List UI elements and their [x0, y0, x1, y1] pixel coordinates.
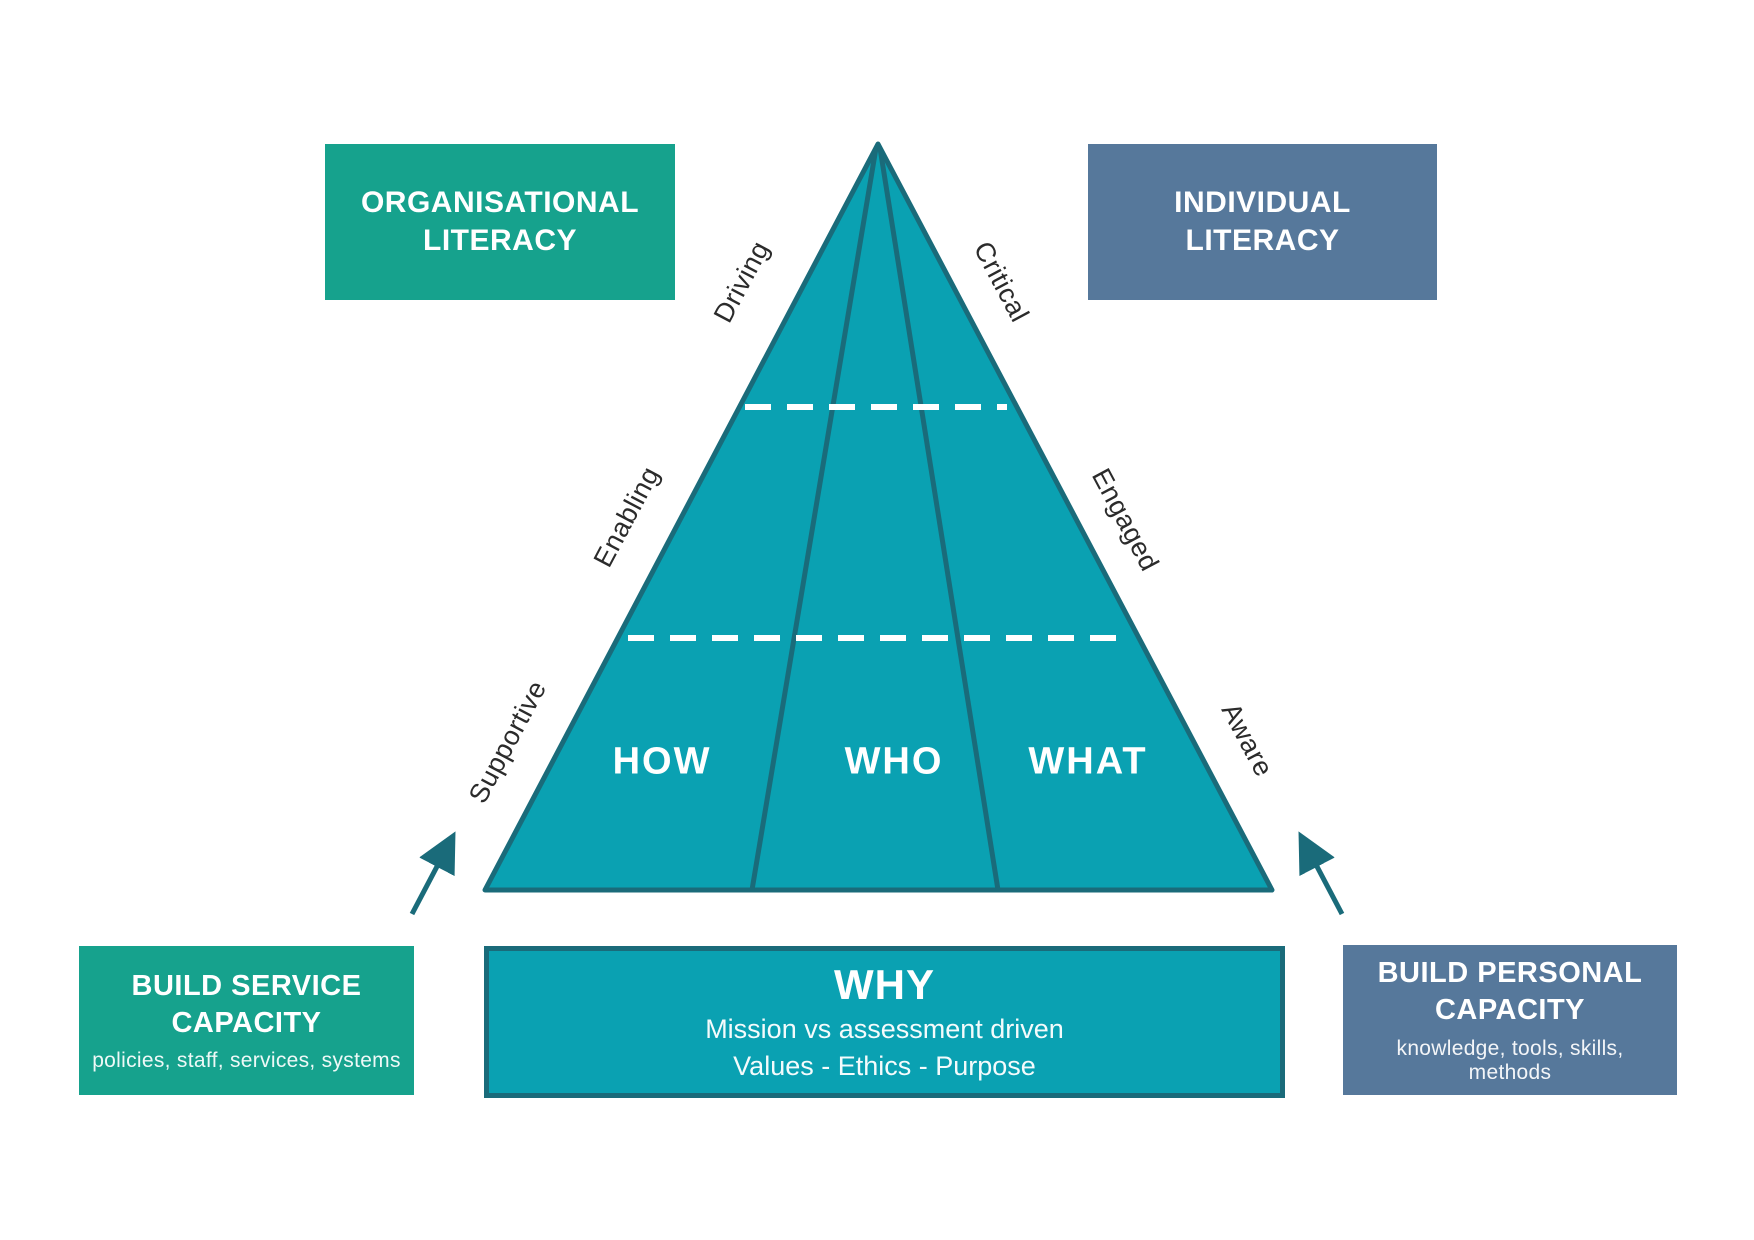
- build-personal-capacity-box: BUILD PERSONAL CAPACITY knowledge, tools…: [1343, 945, 1677, 1095]
- section-label-how: HOW: [612, 740, 712, 783]
- why-title: WHY: [834, 961, 935, 1009]
- section-label-what: WHAT: [1028, 740, 1148, 783]
- pyramid-divider-left: [749, 147, 879, 891]
- pyramid-triangle: [482, 141, 1275, 893]
- build-personal-capacity-title: BUILD PERSONAL CAPACITY: [1377, 957, 1643, 1026]
- why-line-1: Mission vs assessment driven: [705, 1014, 1064, 1045]
- build-service-capacity-title: BUILD SERVICE CAPACITY: [131, 969, 362, 1039]
- build-personal-capacity-subtitle: knowledge, tools, skills, methods: [1396, 1036, 1624, 1084]
- individual-literacy-label: INDIVIDUAL LITERACY: [1174, 185, 1351, 257]
- organisational-literacy-box: ORGANISATIONAL LITERACY: [325, 144, 675, 300]
- organisational-literacy-label: ORGANISATIONAL LITERACY: [360, 185, 640, 257]
- section-label-who: WHO: [844, 740, 944, 783]
- arrow-up-right-icon: [1298, 831, 1345, 916]
- pyramid-divider-right: [877, 147, 1001, 891]
- build-service-capacity-subtitle: policies, staff, services, systems: [92, 1049, 401, 1073]
- arrow-up-left-icon: [409, 831, 456, 916]
- why-box: WHY Mission vs assessment driven Values …: [484, 946, 1285, 1098]
- individual-literacy-box: INDIVIDUAL LITERACY: [1088, 144, 1437, 300]
- build-service-capacity-box: BUILD SERVICE CAPACITY policies, staff, …: [79, 946, 414, 1095]
- why-line-2: Values - Ethics - Purpose: [733, 1051, 1036, 1081]
